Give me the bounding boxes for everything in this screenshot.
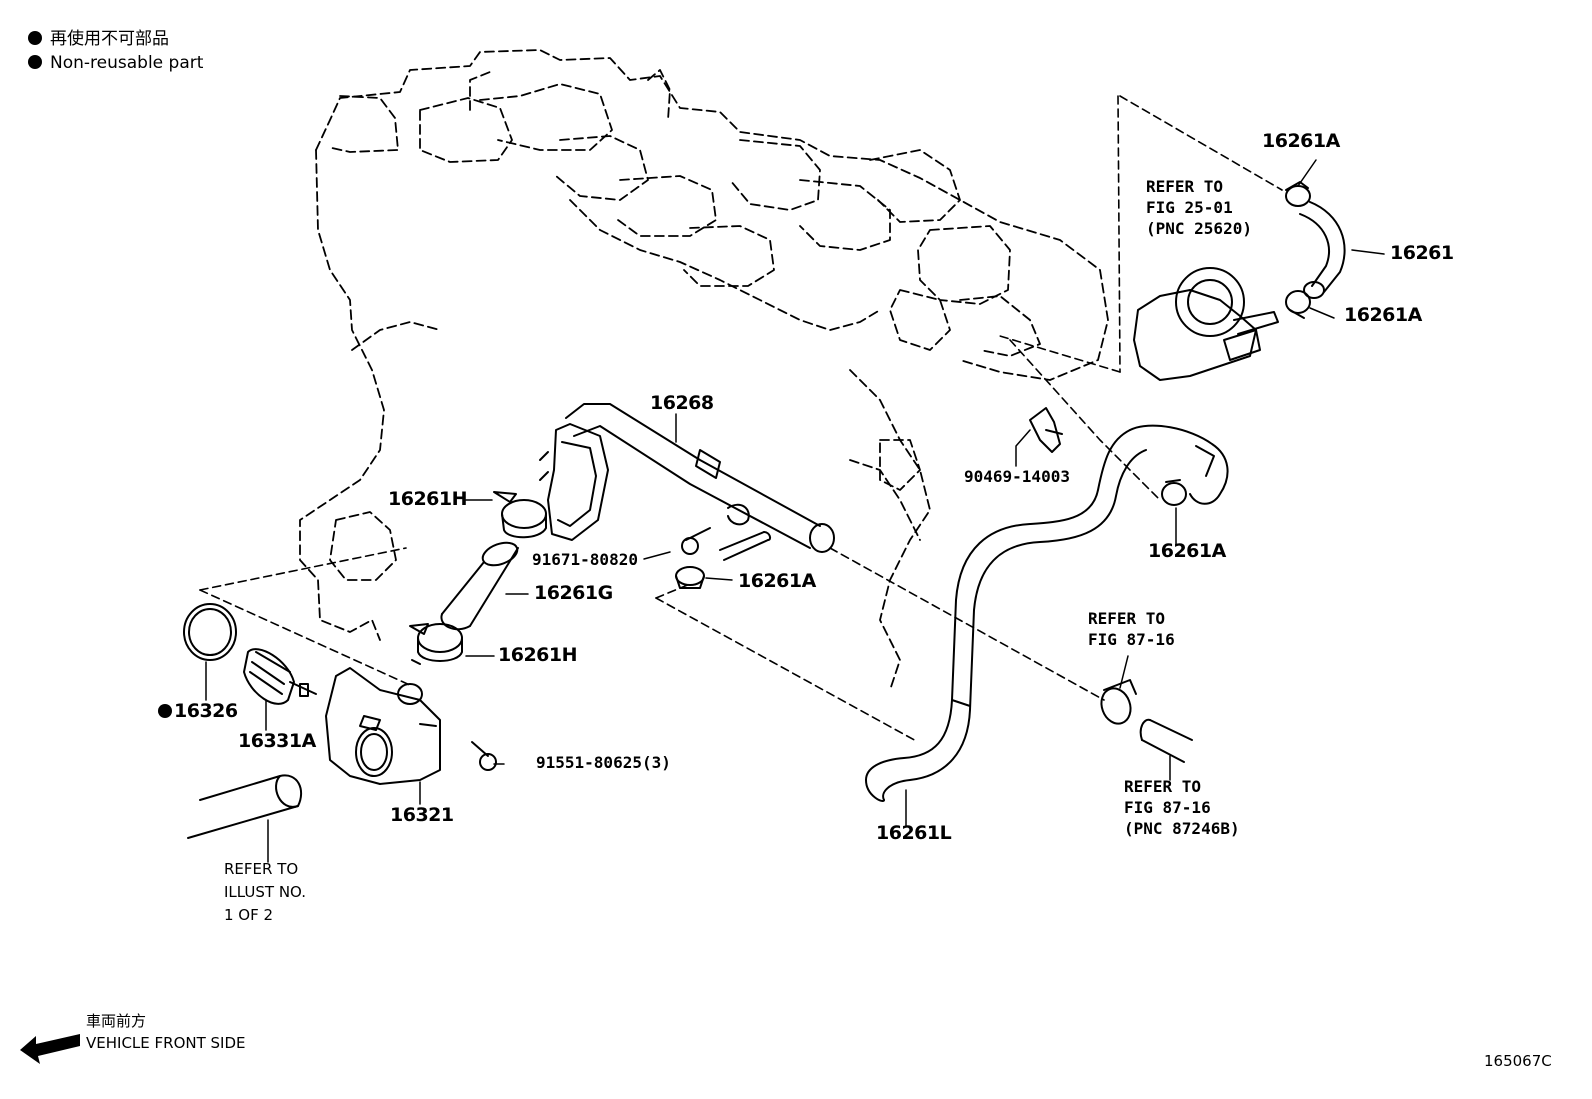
phantom-lines	[199, 95, 1283, 743]
legend-english: Non-reusable part	[28, 52, 203, 75]
ref-87-16-parts	[1100, 679, 1193, 763]
legend-text-en: Non-reusable part	[50, 53, 204, 73]
leader-lines	[205, 159, 1385, 863]
figure-id: 165067C	[1484, 1052, 1552, 1070]
ref-note-fig-25-01[interactable]: REFER TO FIG 25-01 (PNC 25620)	[1146, 177, 1252, 238]
part-label-16261H-lower[interactable]: 16261H	[498, 644, 578, 666]
part-label-16326-text: 16326	[174, 700, 238, 722]
part-label-16261L[interactable]: 16261L	[876, 822, 952, 844]
water-bypass-pipe-16268	[539, 403, 835, 553]
part-label-91551-80625[interactable]: 91551-80625(3)	[536, 753, 671, 772]
throttle-body	[1133, 267, 1279, 381]
clamp-16261A-right	[1285, 290, 1311, 319]
direction-en: VEHICLE FRONT SIDE	[86, 1034, 246, 1052]
part-label-16261[interactable]: 16261	[1390, 242, 1454, 264]
part-label-16331A[interactable]: 16331A	[238, 730, 316, 752]
legend-japanese: 再使用不可部品	[28, 28, 169, 51]
bullet-icon	[28, 31, 42, 45]
clamp-16261H-upper	[493, 491, 547, 539]
ref-illust-hose	[187, 774, 303, 839]
bolt-91551-80625	[471, 741, 497, 771]
hose-16261	[1299, 201, 1346, 299]
water-inlet-16321	[325, 667, 441, 785]
legend-text-jp: 再使用不可部品	[50, 29, 169, 49]
part-label-16326[interactable]: 16326	[158, 702, 238, 721]
part-label-16321[interactable]: 16321	[390, 804, 454, 826]
part-label-16261A-lower-right[interactable]: 16261A	[1148, 540, 1226, 562]
direction-jp: 車両前方	[86, 1012, 147, 1030]
part-label-90469-14003[interactable]: 90469-14003	[964, 467, 1070, 486]
bracket-90469-14003	[1029, 407, 1063, 453]
vehicle-front-arrow-icon	[20, 1034, 80, 1064]
non-reusable-icon	[158, 704, 172, 718]
gasket-16326	[183, 603, 237, 661]
engine-block-outline	[299, 49, 1109, 691]
hose-16261G	[440, 541, 519, 631]
part-label-16261A-mid[interactable]: 16261A	[738, 570, 816, 592]
bullet-icon	[28, 55, 42, 69]
ref-note-illust[interactable]: REFER TO ILLUST NO. 1 OF 2	[224, 860, 307, 924]
part-label-91671-80820[interactable]: 91671-80820	[532, 550, 638, 569]
clamp-16261H-lower	[409, 623, 463, 665]
ref-note-fig-87-16-lower[interactable]: REFER TO FIG 87-16 (PNC 87246B)	[1124, 777, 1240, 838]
part-label-16261H-upper[interactable]: 16261H	[388, 488, 468, 510]
part-label-16261A-right[interactable]: 16261A	[1344, 304, 1422, 326]
part-label-16268[interactable]: 16268	[650, 392, 714, 414]
thermostat-16331A	[243, 648, 317, 705]
part-label-16261A-top[interactable]: 16261A	[1262, 130, 1340, 152]
clamp-16261A-mid	[675, 566, 705, 589]
ref-note-fig-87-16-upper[interactable]: REFER TO FIG 87-16	[1088, 609, 1175, 649]
part-label-16261G[interactable]: 16261G	[534, 582, 613, 604]
clamp-16261A-lower-right	[1161, 479, 1187, 506]
bolt-91671-80820	[681, 527, 772, 561]
hose-16261L	[865, 424, 1229, 802]
